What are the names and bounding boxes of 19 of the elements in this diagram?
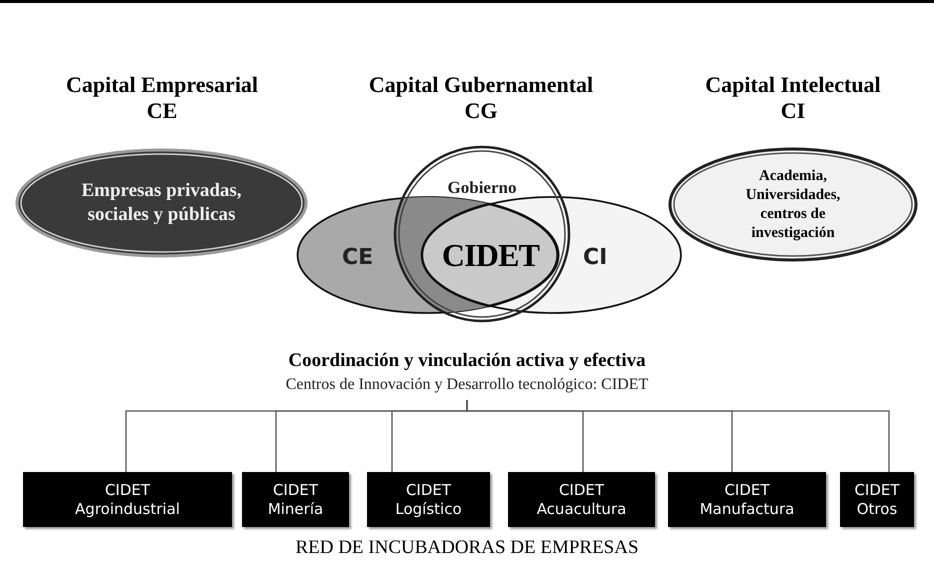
ellipse-text: Academia, Universidades, centros de investigación [744, 166, 842, 242]
incubator-box: CIDET Minería [242, 472, 349, 527]
circle-text: Gobierno [446, 177, 518, 199]
connector-line [466, 400, 890, 472]
incubator-box: CIDET Acuacultura [508, 472, 655, 527]
ellipse-text: CI [583, 244, 608, 272]
heading: Capital Intelectual CI [704, 72, 882, 124]
ellipse-text: CE [342, 244, 374, 272]
section-subtitle: Centros de Innovación y Desarrollo tecnológico: CIDET [286, 375, 648, 395]
ellipse-text: Empresas privadas, sociales y públicas [80, 179, 243, 227]
footer-label: RED DE INCUBADORAS DE EMPRESAS [295, 536, 639, 560]
section-heading: Coordinación y vinculación activa y efectiva [288, 349, 646, 373]
heading: Capital Empresarial CE [64, 72, 260, 124]
incubator-box: CIDET Logístico [367, 472, 490, 527]
incubator-box: CIDET Otros [840, 472, 914, 527]
heading: Capital Gubernamental CG [368, 72, 594, 124]
incubator-box: CIDET Manufactura [668, 472, 826, 527]
intersection-text: CIDET [442, 236, 540, 275]
incubator-box: CIDET Agroindustrial [23, 472, 232, 527]
